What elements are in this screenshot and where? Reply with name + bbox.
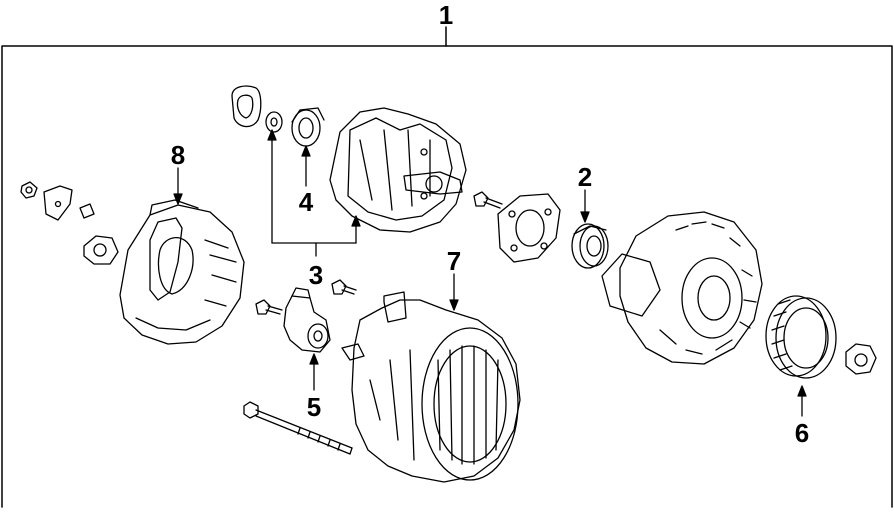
front-housing-part xyxy=(601,211,763,365)
pulley-nut-part xyxy=(845,343,877,375)
brush-holder-part xyxy=(283,287,331,353)
bearing-retainer-plate xyxy=(497,193,561,263)
washer-part xyxy=(265,111,283,133)
arrow-8 xyxy=(173,193,183,205)
callout-6: 6 xyxy=(795,418,809,448)
bearing-4-part xyxy=(291,107,325,147)
arrow-5 xyxy=(309,353,319,365)
leader-3 xyxy=(267,129,361,257)
rear-cover-part xyxy=(119,199,245,345)
through-bolt-part xyxy=(243,401,353,455)
callout-5: 5 xyxy=(307,392,321,422)
arrow-7 xyxy=(449,299,459,311)
seal-ring-part xyxy=(231,85,262,128)
callout-4: 4 xyxy=(299,187,314,217)
leader-4 xyxy=(301,145,311,187)
stator-housing-part xyxy=(341,291,521,483)
arrow-6 xyxy=(797,385,807,397)
pulley-part xyxy=(765,295,837,379)
callout-1: 1 xyxy=(439,0,453,30)
front-bearing-part xyxy=(571,223,609,269)
small-bolt-c xyxy=(255,299,283,315)
cover-hardware xyxy=(20,181,119,265)
callout-8: 8 xyxy=(171,140,185,170)
small-bolt-b xyxy=(331,279,357,295)
rotor-part xyxy=(329,107,467,233)
callout-3: 3 xyxy=(309,260,323,290)
arrow-2 xyxy=(580,211,590,223)
callout-7: 7 xyxy=(447,246,461,276)
callout-2: 2 xyxy=(578,162,592,192)
small-bolt-a xyxy=(473,191,503,209)
